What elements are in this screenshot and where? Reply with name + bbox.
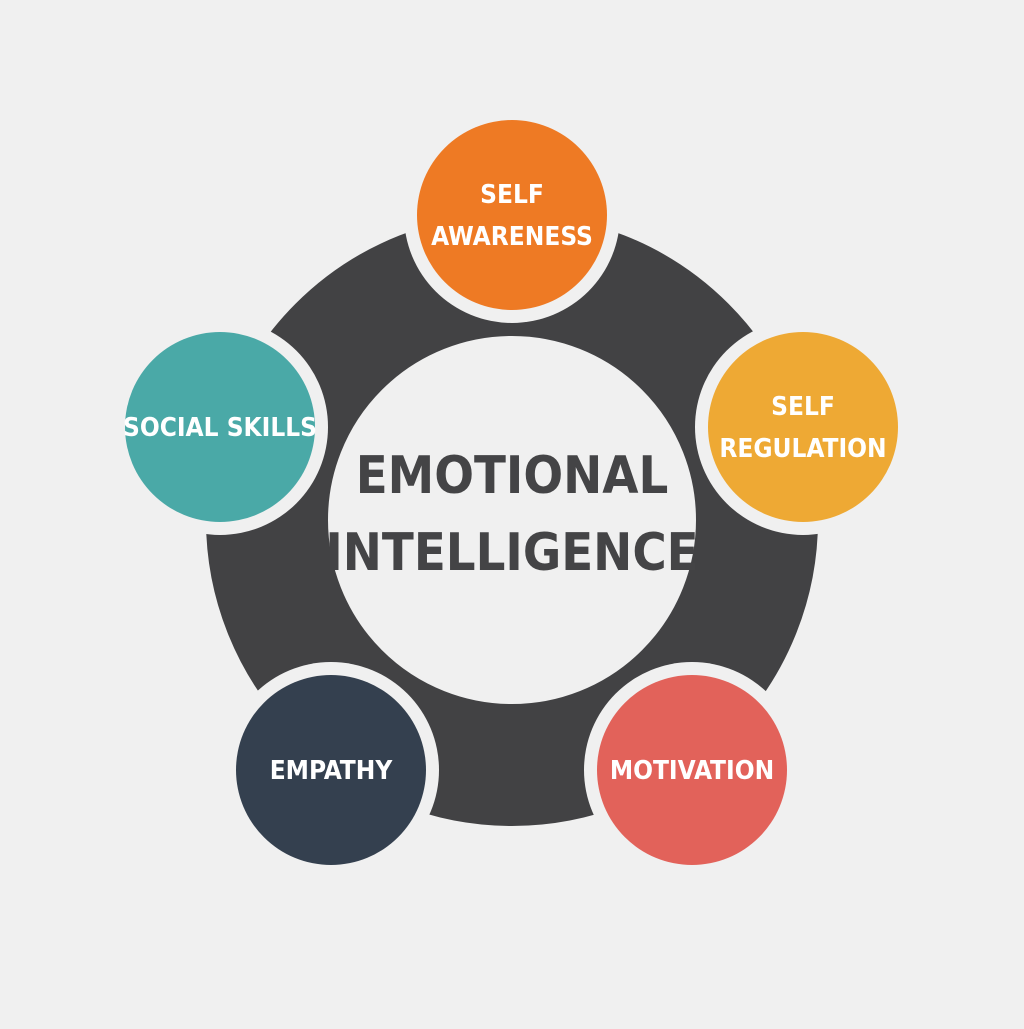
node-self-awareness: SELF AWARENESS <box>404 107 620 323</box>
node-self-regulation: SELF REGULATION <box>695 319 911 535</box>
nodes: SELF AWARENESS SELF REGULATION MOTIVATION EMP… <box>112 107 911 878</box>
node-self-awareness-label-1: SELF <box>480 180 544 210</box>
node-social-skills-label-1: SOCIAL SKILLS <box>123 413 317 443</box>
node-social-skills-circle <box>125 332 315 522</box>
node-empathy: EMPATHY <box>223 662 439 878</box>
node-empathy-circle <box>236 675 426 865</box>
node-self-regulation-label-2: REGULATION <box>719 434 886 464</box>
node-self-awareness-circle <box>417 120 607 310</box>
node-motivation-circle <box>597 675 787 865</box>
center-circle <box>329 337 695 703</box>
center-title-line-2: INTELLIGENCE <box>325 523 698 583</box>
node-self-regulation-circle <box>708 332 898 522</box>
node-self-regulation-label-1: SELF <box>771 392 835 422</box>
node-motivation: MOTIVATION <box>584 662 800 878</box>
center-title-line-1: EMOTIONAL <box>356 446 669 506</box>
node-social-skills: SOCIAL SKILLS <box>112 319 328 535</box>
node-self-awareness-label-2: AWARENESS <box>431 222 593 252</box>
node-empathy-label-1: EMPATHY <box>270 756 394 786</box>
node-motivation-label-1: MOTIVATION <box>610 756 774 786</box>
